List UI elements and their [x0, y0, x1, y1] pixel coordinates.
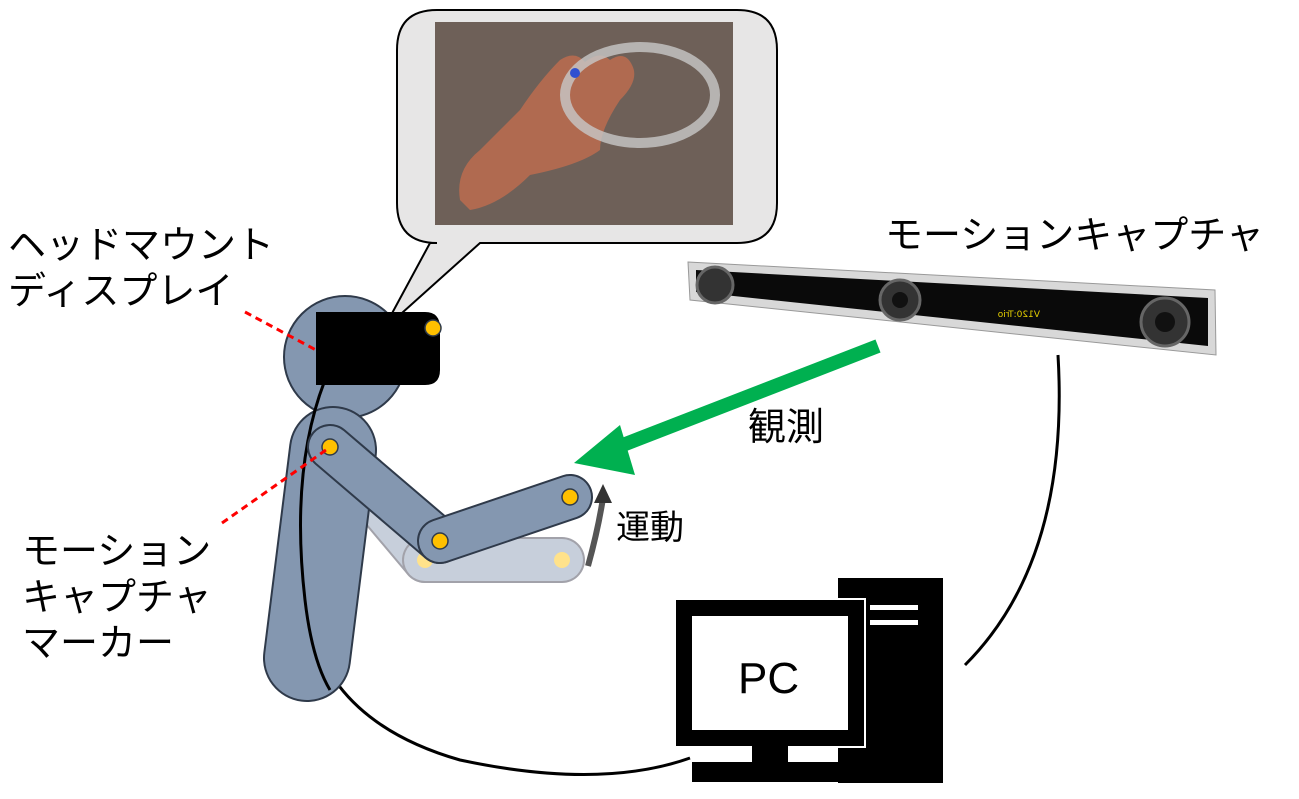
mocap-cable: [963, 354, 1061, 667]
hmd-leader-line: [244, 310, 317, 352]
marker: [431, 532, 449, 550]
pc-label: PC: [738, 654, 800, 703]
device-display-text: V120:Trio: [997, 310, 1040, 320]
observe-arrow: [607, 339, 881, 457]
pc-icon: [674, 578, 943, 783]
marker-label-line: モーション: [22, 529, 212, 573]
speech-bubble: [382, 9, 778, 331]
hmd-label-line: ヘッドマウント: [8, 223, 275, 267]
hmd-label-line: ディスプレイ: [8, 269, 234, 313]
head-mounted-display: [316, 312, 440, 385]
motion-arrow: [585, 497, 606, 567]
marker-label: モーション キャプチャ マーカー: [22, 528, 212, 666]
marker-label-line: キャプチャ: [22, 575, 212, 619]
virtual-hand-icon: [459, 42, 720, 210]
marker-leader-line: [221, 448, 327, 525]
motion-capture-camera-bar: V120:Trio: [687, 261, 1217, 356]
marker: [424, 319, 442, 337]
marker-label-line: マーカー: [22, 621, 175, 665]
arm: [307, 424, 593, 564]
observe-label: 観測: [748, 405, 825, 449]
mocap-label: モーションキャプチャ: [885, 213, 1264, 257]
marker: [561, 488, 579, 506]
motion-label: 運動: [616, 508, 684, 548]
torso: [263, 406, 377, 702]
hmd-label: ヘッドマウント ディスプレイ: [8, 222, 274, 314]
